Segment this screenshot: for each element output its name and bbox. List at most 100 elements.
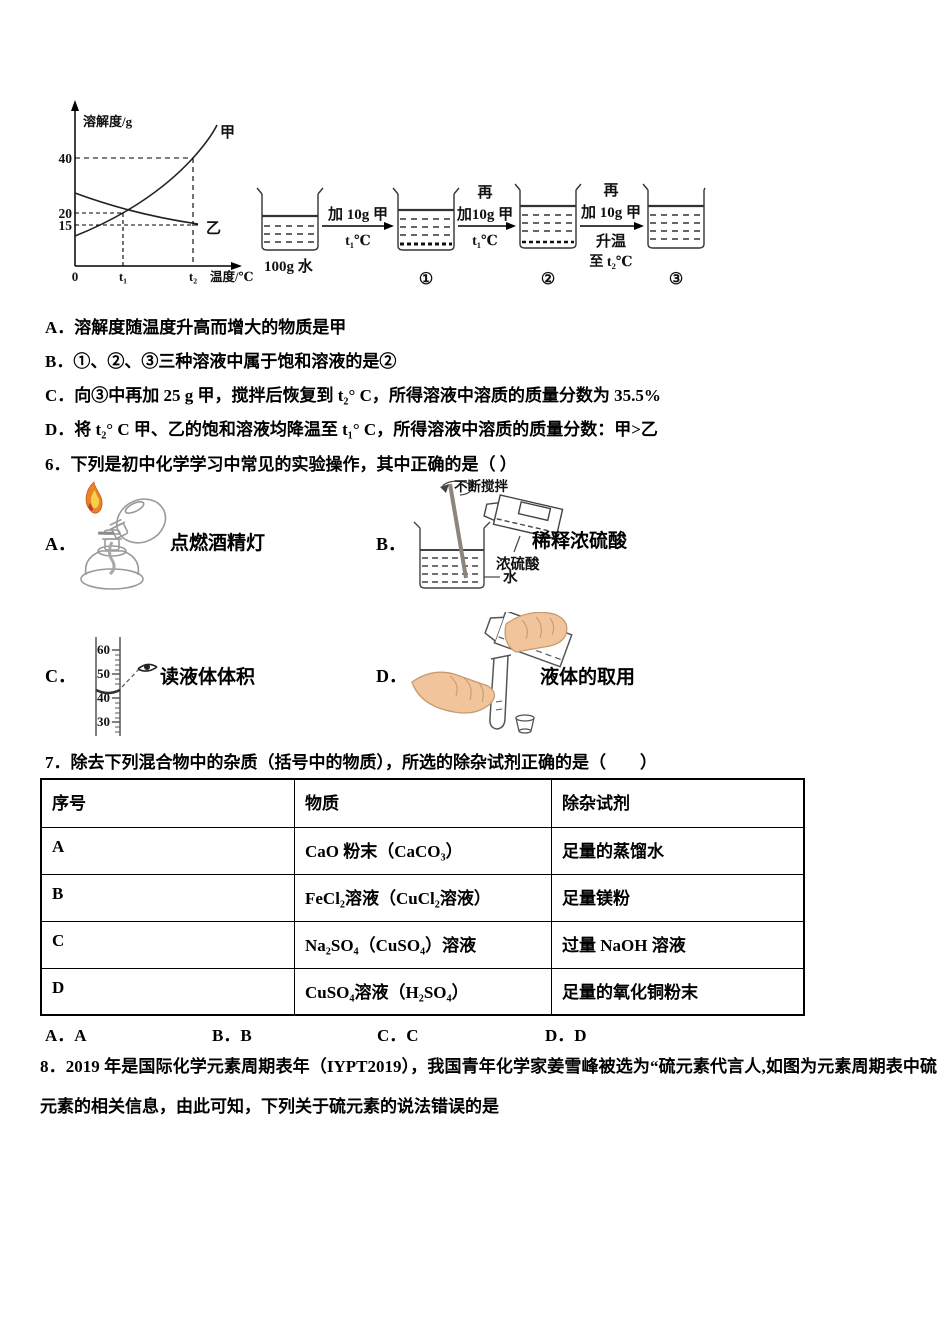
acid-label: 浓硫酸: [496, 555, 540, 573]
beaker-flow-diagram: 加 10g 甲 t₁℃ 再 加10g 甲 t₁℃ 再 加 10g 甲 升温 至 …: [256, 182, 706, 288]
step3-add-label: 加 10g 甲: [580, 204, 641, 221]
beaker-1: [392, 187, 460, 251]
q6-option-d-caption: 液体的取用: [540, 667, 636, 688]
q5-option-c: C．向③中再加 25 g 甲，搅拌后恢复到 t₂° C，所得溶液中溶质的质量分数…: [45, 386, 661, 405]
q5-option-d: D．将 t₂° C 甲、乙的饱和溶液均降温至 t₁° C，所得溶液中溶质的质量分…: [45, 420, 658, 439]
q7-answer-d: D．D: [545, 1026, 587, 1045]
q7-answer-c: C．C: [377, 1026, 419, 1045]
row-a-substance: CaO 粉末（CaCO₃）: [294, 826, 552, 875]
q7-title: 7．除去下列混合物中的杂质（括号中的物质），所选的除杂试剂正确的是（ ）: [45, 753, 657, 772]
x-axis-arrow: [231, 262, 242, 270]
q6-option-a-caption: 点燃酒精灯: [170, 533, 266, 554]
q7-answer-b: B．B: [212, 1026, 252, 1045]
beaker-3-number: ③: [669, 271, 683, 288]
cylinder-body: [95, 637, 121, 736]
header-reagent: 除杂试剂: [551, 778, 805, 828]
curve-jia-label: 甲: [220, 124, 235, 141]
xtick-t2: t₂: [189, 269, 197, 284]
sight-line: [121, 668, 140, 688]
row-c-number: C: [40, 920, 295, 969]
lamp-bottom: [80, 529, 144, 590]
source-beaker-label: 100g 水: [264, 257, 314, 275]
q5-option-a: A．溶解度随温度升高而增大的物质是甲: [45, 318, 347, 337]
row-a-number: A: [40, 826, 295, 875]
cyl-tick-30: 30: [97, 714, 110, 729]
beaker-1-number: ①: [419, 271, 433, 288]
dilution-beaker: [413, 521, 491, 589]
q6-option-c-caption: 读液体体积: [160, 667, 256, 688]
graph-xlabel: 温度/℃: [210, 269, 253, 284]
step2-temp-label: t₁℃: [472, 234, 498, 249]
curve-yi-label: 乙: [206, 221, 221, 237]
beaker-2-number: ②: [541, 271, 555, 288]
row-d-reagent: 足量的氧化铜粉末: [551, 967, 805, 1016]
table-row: C Na₂SO₄（CuSO₄）溶液 过量 NaOH 溶液: [40, 920, 805, 969]
beaker-2: [514, 183, 582, 249]
bottle-stopper: [515, 714, 535, 734]
step3-heat-label: 升温: [596, 233, 626, 250]
q6-option-b-letter: B．: [376, 534, 407, 554]
q6-option-c-letter: C．: [45, 666, 76, 686]
dilute-acid-figure: 不断搅拌 浓硫酸 水: [413, 478, 564, 589]
q6-title: 6．下列是初中化学学习中常见的实验操作，其中正确的是（ ）: [45, 455, 517, 474]
graduated-cylinder-figure: 60 50 40 30: [95, 637, 158, 736]
step3-again-label: 再: [603, 182, 618, 199]
row-d-number: D: [40, 967, 295, 1016]
step1-temp-label: t₁℃: [345, 234, 371, 249]
eye-icon: [137, 663, 158, 672]
acid-leader-line: [513, 535, 521, 553]
right-hand: [504, 612, 568, 653]
q6-option-a-letter: A．: [45, 534, 76, 554]
graph-curves: [74, 124, 218, 237]
header-number: 序号: [40, 778, 295, 828]
pouring-liquid-figure: [411, 612, 573, 734]
table-row: D CuSO₄溶液（H₂SO₄） 足量的氧化铜粉末: [40, 967, 805, 1016]
q5-option-b: B．①、②、③三种溶液中属于饱和溶液的是②: [45, 352, 397, 371]
flame-icon: [85, 481, 103, 514]
ytick-40: 40: [59, 151, 73, 166]
row-b-substance: FeCl₂溶液（CuCl₂溶液）: [294, 873, 552, 922]
stirring-rod: [440, 480, 473, 579]
step1-add-label: 加 10g 甲: [327, 206, 388, 223]
left-hand: [411, 671, 496, 714]
graph-ylabel: 溶解度/g: [83, 114, 133, 129]
step2-add-label: 加10g 甲: [456, 206, 513, 223]
curve-jia: [74, 124, 218, 237]
cyl-tick-50: 50: [97, 666, 110, 681]
graph-dashed-guides: [75, 157, 198, 266]
ytick-15: 15: [59, 218, 73, 233]
cyl-tick-40: 40: [97, 690, 110, 705]
graph-axes: [74, 108, 234, 267]
ytick-20: 20: [59, 206, 73, 221]
water-label: 水: [503, 568, 518, 586]
q6-option-b-caption: 稀释浓硫酸: [532, 531, 628, 552]
purification-table: 序号 物质 除杂试剂 A CaO 粉末（CaCO₃） 足量的蒸馏水 B FeCl…: [40, 778, 805, 1016]
y-axis-arrow: [71, 100, 79, 111]
q6-option-d-letter: D．: [376, 666, 407, 686]
row-c-substance: Na₂SO₄（CuSO₄）溶液: [294, 920, 552, 969]
alcohol-lamp-figure: [80, 481, 167, 590]
acid-bottle: [483, 494, 564, 540]
table-header-row: 序号 物质 除杂试剂: [40, 778, 805, 828]
solubility-graph: 溶解度/g 甲 乙 40 20 15 0 t₁ t₂ 温度/℃: [59, 100, 253, 284]
flow-arrows: [322, 222, 644, 230]
cyl-tick-60: 60: [97, 642, 110, 657]
header-substance: 物质: [294, 778, 552, 828]
table-row: B FeCl₂溶液（CuCl₂溶液） 足量镁粉: [40, 873, 805, 922]
row-d-substance: CuSO₄溶液（H₂SO₄）: [294, 967, 552, 1016]
step2-again-label: 再: [477, 184, 492, 201]
lamp-top-tilted: [98, 498, 167, 544]
step3-totemp-label: 至 t₂℃: [589, 254, 632, 270]
stir-label: 不断搅拌: [454, 478, 508, 494]
row-a-reagent: 足量的蒸馏水: [551, 826, 805, 875]
q7-answer-a: A．A: [45, 1026, 87, 1045]
xtick-t1: t₁: [119, 269, 127, 284]
q8-title: 8．2019 年是国际化学元素周期表年（IYPT2019），我国青年化学家姜雪峰…: [40, 1057, 937, 1116]
curve-yi: [74, 192, 199, 225]
beaker-3: [642, 183, 706, 249]
row-c-reagent: 过量 NaOH 溶液: [551, 920, 805, 969]
row-b-number: B: [40, 873, 295, 922]
test-tube: [489, 654, 512, 730]
xtick-0: 0: [72, 269, 79, 284]
